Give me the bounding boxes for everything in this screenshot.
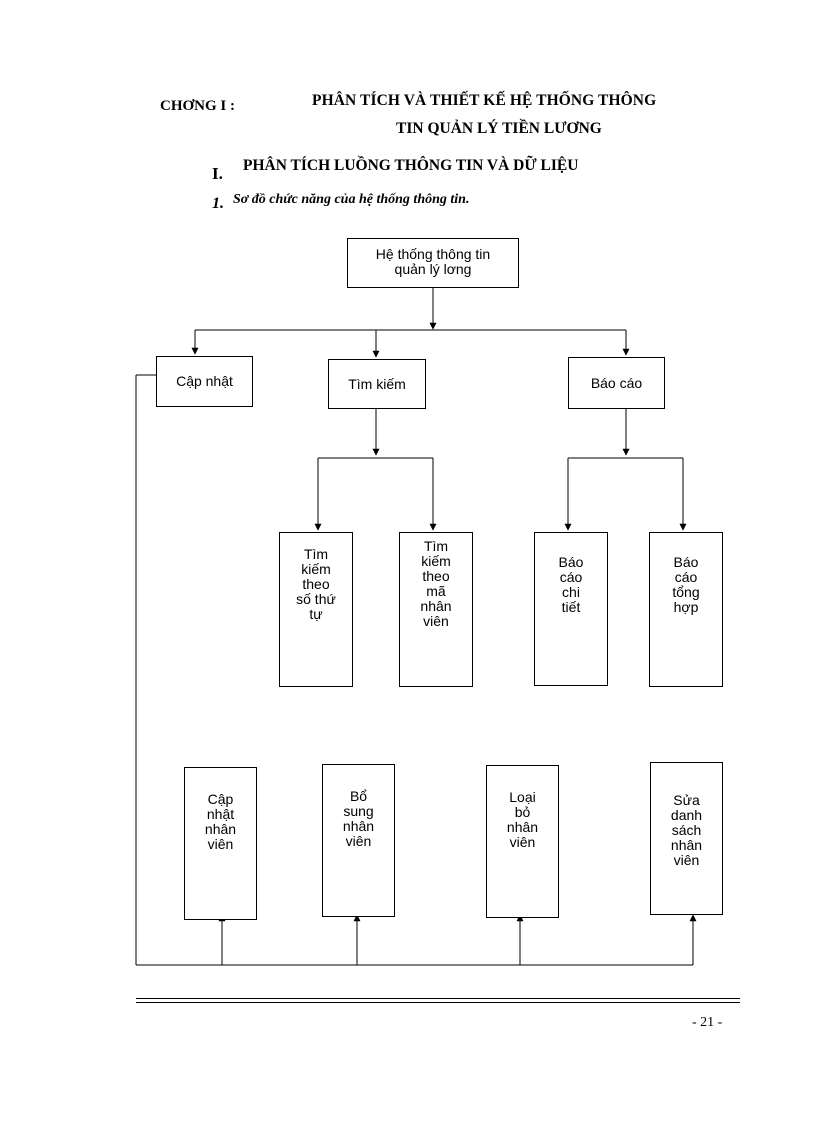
- page-number: - 21 -: [692, 1015, 723, 1030]
- summary-report-box: Báo cáo tổng hợp: [649, 532, 723, 687]
- add-employee-label: Bổ sung nhân viên: [342, 788, 375, 849]
- edit-employee-list-box: Sửa danh sách nhân viên: [650, 762, 723, 915]
- search-by-serial-label: Tìm kiếm theo số thứ tự: [296, 546, 336, 622]
- edit-employee-list-label: Sửa danh sách nhân viên: [670, 792, 703, 868]
- search-label: Tìm kiếm: [348, 375, 406, 392]
- update-label: Cập nhật: [176, 373, 233, 389]
- search-box: Tìm kiếm: [328, 359, 426, 409]
- update-box: Cập nhật: [156, 356, 253, 407]
- subsection-number: 1.: [212, 195, 224, 212]
- remove-employee-box: Loại bỏ nhân viên: [486, 765, 559, 918]
- root-label: Hệ thống thông tin quản lý lơng: [375, 246, 491, 277]
- chapter-label: CHƠNG I :: [160, 98, 235, 114]
- remove-employee-label: Loại bỏ nhân viên: [506, 789, 539, 850]
- section-title: PHÂN TÍCH LUỒNG THÔNG TIN VÀ DỮ LIỆU: [243, 157, 579, 174]
- footer-rule-top: [136, 998, 740, 999]
- section-number: I.: [212, 164, 223, 183]
- search-by-code-box: Tìm kiếm theo mã nhân viên: [399, 532, 473, 687]
- root-box: Hệ thống thông tin quản lý lơng: [347, 238, 519, 288]
- detail-report-box: Báo cáo chi tiết: [534, 532, 608, 686]
- report-box: Báo cáo: [568, 357, 665, 409]
- summary-report-label: Báo cáo tổng hợp: [672, 554, 700, 615]
- report-label: Báo cáo: [590, 374, 643, 391]
- detail-report-label: Báo cáo chi tiết: [558, 554, 584, 615]
- chapter-title-line1: PHÂN TÍCH VÀ THIẾT KẾ HỆ THỐNG THÔNG: [312, 92, 657, 109]
- update-employee-box: Cập nhật nhân viên: [184, 767, 257, 920]
- subsection-title: Sơ đồ chức năng của hệ thống thông tin.: [233, 192, 470, 207]
- chapter-title-line2: TIN QUẢN LÝ TIỀN LƯƠNG: [396, 120, 602, 137]
- update-employee-label: Cập nhật nhân viên: [204, 791, 237, 852]
- search-by-code-label: Tìm kiếm theo mã nhân viên: [420, 538, 452, 629]
- add-employee-box: Bổ sung nhân viên: [322, 764, 395, 917]
- footer-rule-bottom: [136, 1002, 740, 1003]
- search-by-serial-box: Tìm kiếm theo số thứ tự: [279, 532, 353, 687]
